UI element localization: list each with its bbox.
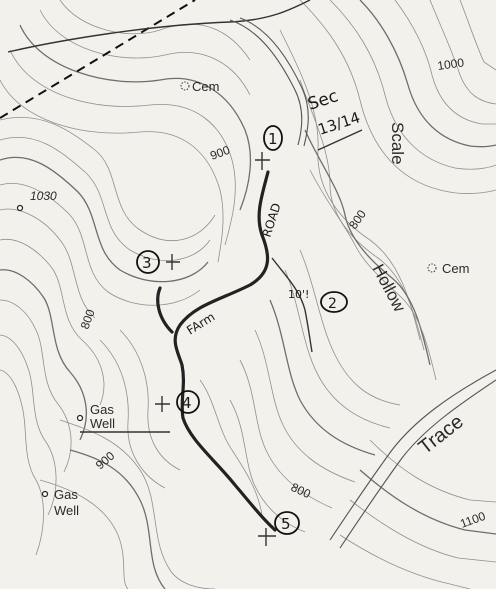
gas-well-marker (76, 414, 84, 422)
farm-road-branch-2 (271, 257, 313, 353)
boundary-line (0, 0, 196, 119)
site-4: 4 (155, 390, 200, 414)
main-road (229, 17, 309, 147)
site-label-5: 5 (281, 515, 291, 533)
trace-road (329, 369, 496, 549)
cem-top-label: Cem (192, 79, 219, 94)
elevation-1030: 1030 (30, 189, 57, 203)
scale-label: Scale (388, 122, 407, 165)
cemetery-marker (180, 81, 190, 91)
site-label-3: 3 (142, 254, 152, 272)
gas-well-2-line1: Gas (54, 487, 78, 502)
site-5: 5 (258, 511, 300, 546)
elevation-1000: 1000 (436, 55, 465, 73)
gas-well-1-line1: Gas (90, 402, 114, 417)
gas-well-1-line2: Well (90, 416, 115, 431)
elevation-point (16, 204, 24, 212)
elevation-900-top: 900 (208, 143, 232, 163)
farm-road-branch-3 (156, 286, 174, 334)
county-line (7, 0, 311, 53)
gas-well-marker (41, 490, 49, 498)
site-1: 1 (255, 125, 283, 170)
site-3: 3 (136, 250, 180, 274)
site-label-1: 1 (268, 130, 278, 148)
site-label-4: 4 (182, 394, 192, 412)
cem-right-label: Cem (442, 261, 469, 276)
site-2: 2 (320, 291, 348, 313)
gas-well-2-line2: Well (54, 503, 79, 518)
farm-road (173, 170, 277, 532)
annotation-label: 10'! (288, 288, 309, 301)
cemetery-marker (427, 263, 437, 273)
site-label-2: 2 (328, 296, 337, 312)
elevation-800-left: 800 (78, 307, 98, 331)
